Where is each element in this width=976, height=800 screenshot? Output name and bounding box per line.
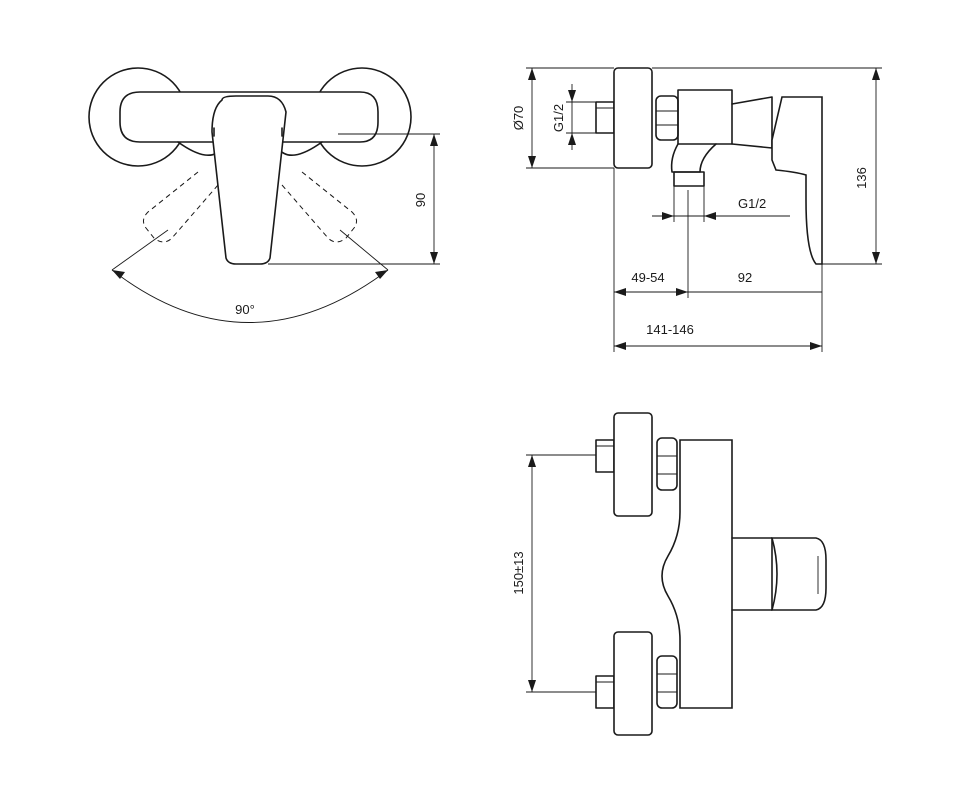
lever-neck-side <box>731 96 773 149</box>
lever-rotated-right <box>281 171 358 243</box>
dim-141146-label: 141-146 <box>646 322 694 337</box>
dim-g12-outlet-arrow-right <box>704 212 716 220</box>
dim-g12-outlet-arrow-left <box>662 212 674 220</box>
angle-ext-right <box>339 229 389 271</box>
lever-hub-front <box>731 537 773 611</box>
dim-90-arrow-bottom <box>430 252 438 264</box>
dim-g12-arrow-top <box>568 90 576 102</box>
dim-150-label: 150±13 <box>511 551 526 594</box>
dim-g12-arrow-bottom <box>568 133 576 145</box>
angle-arrow-left <box>112 270 125 279</box>
mixer-body-front <box>661 439 733 709</box>
dim-141146-arrow-right <box>810 342 822 350</box>
angle-arc <box>111 269 389 323</box>
wall-flange-side <box>613 67 653 169</box>
dim-angle-label: 90° <box>235 302 255 317</box>
lever-front <box>770 537 827 611</box>
dim-90-arrow-top <box>430 134 438 146</box>
front-view: 150±13 <box>511 412 827 736</box>
lever-top <box>211 95 287 265</box>
dim-150-arrow-top <box>528 455 536 467</box>
mixer-body-side <box>677 89 733 145</box>
lever-rotated-left <box>142 171 219 243</box>
lever-side <box>771 96 823 265</box>
outlet-spout-side <box>670 143 717 173</box>
upper-hex-nut <box>656 437 678 491</box>
dim-g12-inlet-label: G1/2 <box>551 104 566 132</box>
inlet-connector <box>595 101 615 134</box>
dim-92-label: 92 <box>738 270 752 285</box>
outlet-connector-side <box>673 171 705 187</box>
dim-g12-outlet-label: G1/2 <box>738 196 766 211</box>
dim-90-label: 90 <box>413 193 428 207</box>
right-neck-curve <box>277 141 323 156</box>
dim-136-arrow-bottom <box>872 252 880 264</box>
angle-arrow-right <box>375 270 388 279</box>
angle-ext-left <box>111 229 169 271</box>
dim-d70-label: Ø70 <box>511 106 526 131</box>
side-view: Ø70 G1/2 G1/2 136 49-54 92 <box>511 67 882 352</box>
lower-wall-flange <box>613 631 653 736</box>
upper-inlet-connector <box>595 439 615 473</box>
dim-4954-label: 49-54 <box>631 270 664 285</box>
dim-d70-arrow-bottom <box>528 156 536 168</box>
dim-4954-arrow-left <box>614 288 626 296</box>
lower-inlet-connector <box>595 675 615 709</box>
dim-141146-arrow-left <box>614 342 626 350</box>
hex-nut-side <box>655 95 679 141</box>
upper-wall-flange <box>613 412 653 517</box>
dim-150-arrow-bottom <box>528 680 536 692</box>
dim-4954-arrow-right <box>676 288 688 296</box>
dim-d70-arrow-top <box>528 68 536 80</box>
dim-136-label: 136 <box>854 167 869 189</box>
top-view: 90 90° <box>88 67 440 323</box>
lower-hex-nut <box>656 655 678 709</box>
dim-136-arrow-top <box>872 68 880 80</box>
